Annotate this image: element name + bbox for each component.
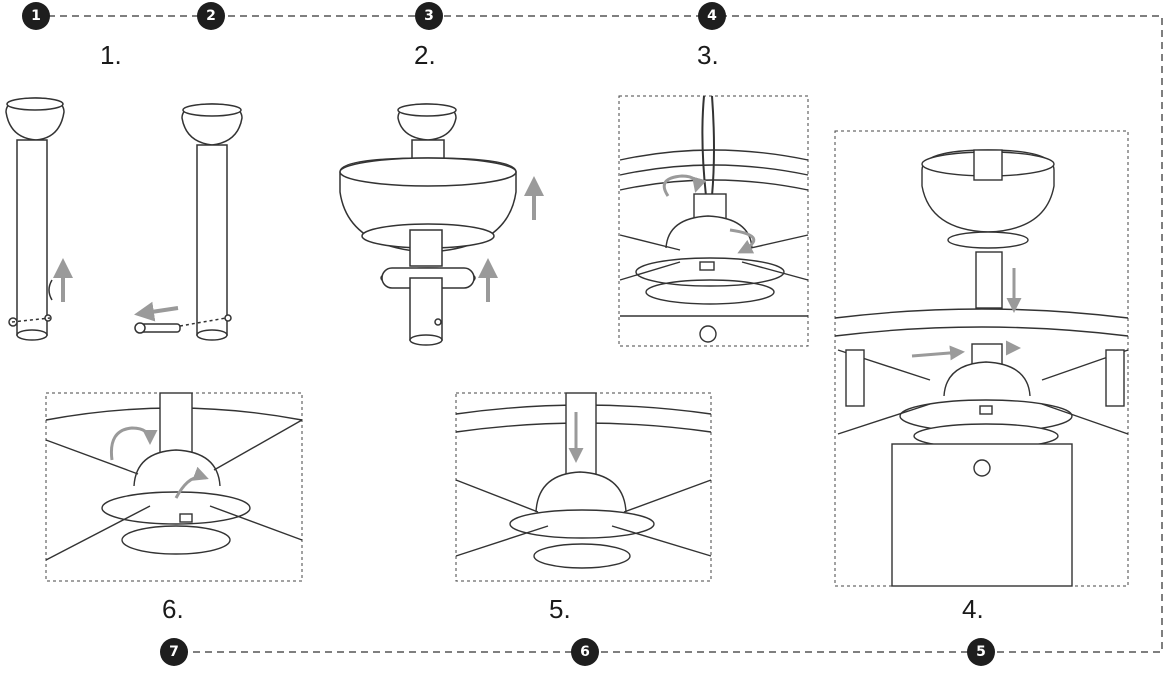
step5-detail xyxy=(455,392,712,569)
step-label-5: 5. xyxy=(549,594,571,624)
step-label-1: 1. xyxy=(100,40,122,70)
flow-path xyxy=(36,15,1163,653)
step-label-6: 6. xyxy=(162,594,184,624)
flow-badge-4: 4 xyxy=(698,2,726,30)
step1-rod-with-pin xyxy=(5,97,65,341)
left-arrow xyxy=(134,301,179,322)
flow-badge-5: 5 xyxy=(967,638,995,666)
step1-rod-pin-removed xyxy=(134,103,243,341)
rotate-arrow-3 xyxy=(109,426,158,461)
flow-badge-2: 2 xyxy=(197,2,225,30)
flow-badge-7: 7 xyxy=(160,638,188,666)
flow-badge-3: 3 xyxy=(415,2,443,30)
flow-badge-1: 1 xyxy=(22,2,50,30)
step3-detail xyxy=(619,95,809,343)
flow-badge-6: 6 xyxy=(571,638,599,666)
step-label-3: 3. xyxy=(697,40,719,70)
step2-canopy-assembly xyxy=(339,103,517,346)
rotate-arrow-4 xyxy=(174,466,209,499)
step4-detail xyxy=(834,149,1129,587)
step-label-4: 4. xyxy=(962,594,984,624)
rotate-arrow xyxy=(662,174,707,197)
rotate-arrow-2 xyxy=(729,228,756,254)
pin-arrow xyxy=(911,345,965,361)
step-label-2: 2. xyxy=(414,40,436,70)
